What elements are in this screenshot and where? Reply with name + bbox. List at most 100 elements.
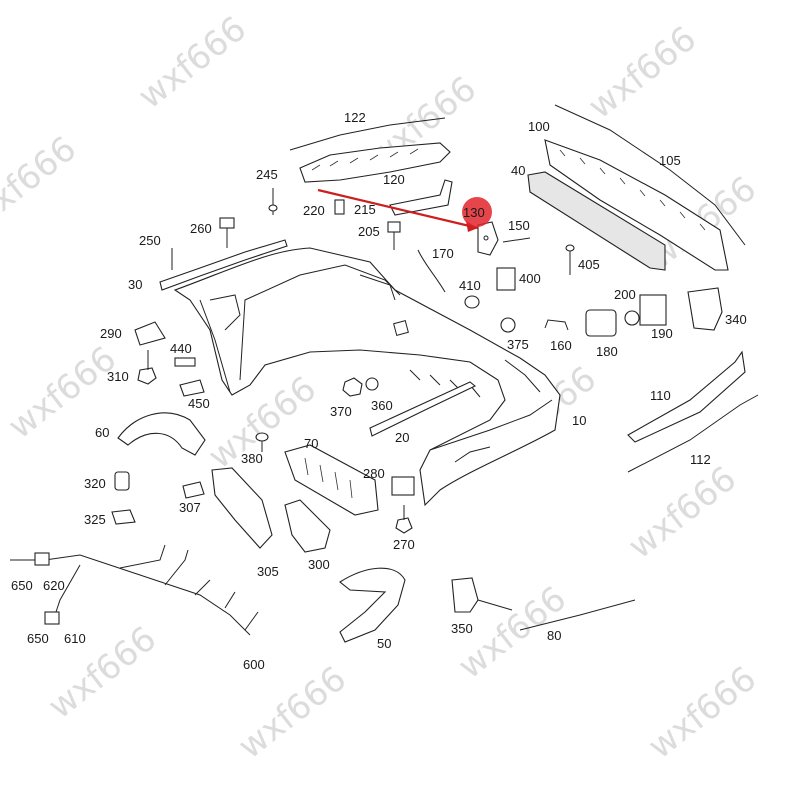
screw-205	[387, 221, 401, 250]
highlight-badge-130: 130	[462, 197, 492, 227]
watermark: wxf666	[0, 129, 84, 237]
part-label-650-upper: 650	[11, 578, 33, 593]
bracket-300	[284, 499, 331, 553]
grommet-410	[464, 295, 480, 309]
bracket-340	[687, 287, 723, 331]
part-label-270: 270	[393, 537, 415, 552]
part-label-180: 180	[596, 344, 618, 359]
bracket-160	[544, 319, 569, 331]
connector-620	[34, 552, 50, 566]
part-label-340: 340	[725, 312, 747, 327]
rivet-245	[268, 188, 278, 215]
strap-170	[417, 249, 446, 293]
clip-325	[111, 509, 136, 525]
lower-panel	[527, 171, 666, 271]
part-label-375: 375	[507, 337, 529, 352]
part-label-220: 220	[303, 203, 325, 218]
watermark: wxf666	[641, 659, 764, 767]
bracket-400	[496, 267, 516, 291]
watermark: wxf666	[581, 19, 704, 127]
part-label-600: 600	[243, 657, 265, 672]
part-label-110: 110	[650, 388, 671, 403]
part-label-410: 410	[459, 278, 481, 293]
liner-60	[117, 412, 206, 456]
holder-190	[639, 294, 667, 326]
absorber-70	[284, 444, 379, 516]
clip-440	[174, 357, 196, 367]
part-label-170: 170	[432, 246, 454, 261]
part-label-610: 610	[64, 631, 86, 646]
part-label-650-lower: 650	[27, 631, 49, 646]
part-label-320: 320	[84, 476, 106, 491]
part-label-290: 290	[100, 326, 122, 341]
strip-80	[519, 599, 636, 631]
part-label-10: 10	[572, 413, 586, 428]
part-label-370: 370	[330, 404, 352, 419]
part-label-50: 50	[377, 636, 391, 651]
part-label-380: 380	[241, 451, 263, 466]
part-label-440: 440	[170, 341, 192, 356]
part-label-307: 307	[179, 500, 201, 515]
sensor-180	[585, 309, 617, 337]
part-label-100: 100	[528, 119, 550, 134]
part-label-405: 405	[578, 257, 600, 272]
nut-375	[500, 317, 516, 333]
watermark: wxf666	[621, 459, 744, 567]
part-label-150: 150	[508, 218, 530, 233]
part-label-105: 105	[659, 153, 681, 168]
part-label-300: 300	[308, 557, 330, 572]
washer-360	[365, 377, 379, 391]
clip-450	[179, 379, 205, 397]
rivet-405	[565, 244, 575, 275]
center-bracket	[389, 179, 453, 216]
part-label-400: 400	[519, 271, 541, 286]
trim-20	[369, 381, 477, 437]
part-label-245: 245	[256, 167, 278, 182]
part-label-450: 450	[188, 396, 210, 411]
liner-50	[339, 567, 406, 643]
clip-380	[255, 432, 269, 452]
watermark: wxf666	[231, 659, 354, 767]
screw-310	[137, 350, 157, 385]
screw-260	[219, 217, 235, 248]
part-130-highlight	[477, 221, 499, 256]
part-label-112: 112	[690, 452, 711, 467]
part-labels: 10 20 30 40 50 60 70 80 100 105 110 112 …	[11, 110, 747, 672]
part-label-620: 620	[43, 578, 65, 593]
bumper-cover	[173, 247, 561, 507]
part-label-325: 325	[84, 512, 106, 527]
watermark: wxf666	[131, 9, 254, 117]
highlight-circle	[462, 197, 492, 227]
part-label-215: 215	[354, 202, 376, 217]
ring-200	[624, 310, 640, 326]
strip-112	[627, 394, 759, 473]
part-label-350: 350	[451, 621, 473, 636]
part-label-20: 20	[395, 430, 409, 445]
connector-610	[44, 611, 60, 625]
part-label-122: 122	[344, 110, 366, 125]
clip-307	[182, 481, 205, 499]
pin-150	[502, 237, 531, 243]
part-label-280: 280	[363, 466, 385, 481]
rear-strip	[544, 104, 746, 271]
nut-370	[342, 377, 363, 397]
part-label-120: 120	[383, 172, 405, 187]
part-label-40: 40	[511, 163, 525, 178]
part-label-190: 190	[651, 326, 673, 341]
part-label-260: 260	[190, 221, 212, 236]
watermark: wxf666	[41, 619, 164, 727]
upper-trim	[289, 117, 451, 183]
part-label-250: 250	[139, 233, 161, 248]
part-label-310: 310	[107, 369, 129, 384]
bracket-280	[391, 476, 415, 496]
bracket-290	[134, 321, 166, 346]
part-label-130: 130	[463, 205, 485, 220]
part-label-70: 70	[304, 436, 318, 451]
part-label-205: 205	[358, 224, 380, 239]
bracket-305	[211, 467, 273, 549]
sensor-320	[114, 471, 130, 491]
part-label-30: 30	[128, 277, 142, 292]
part-label-200: 200	[614, 287, 636, 302]
